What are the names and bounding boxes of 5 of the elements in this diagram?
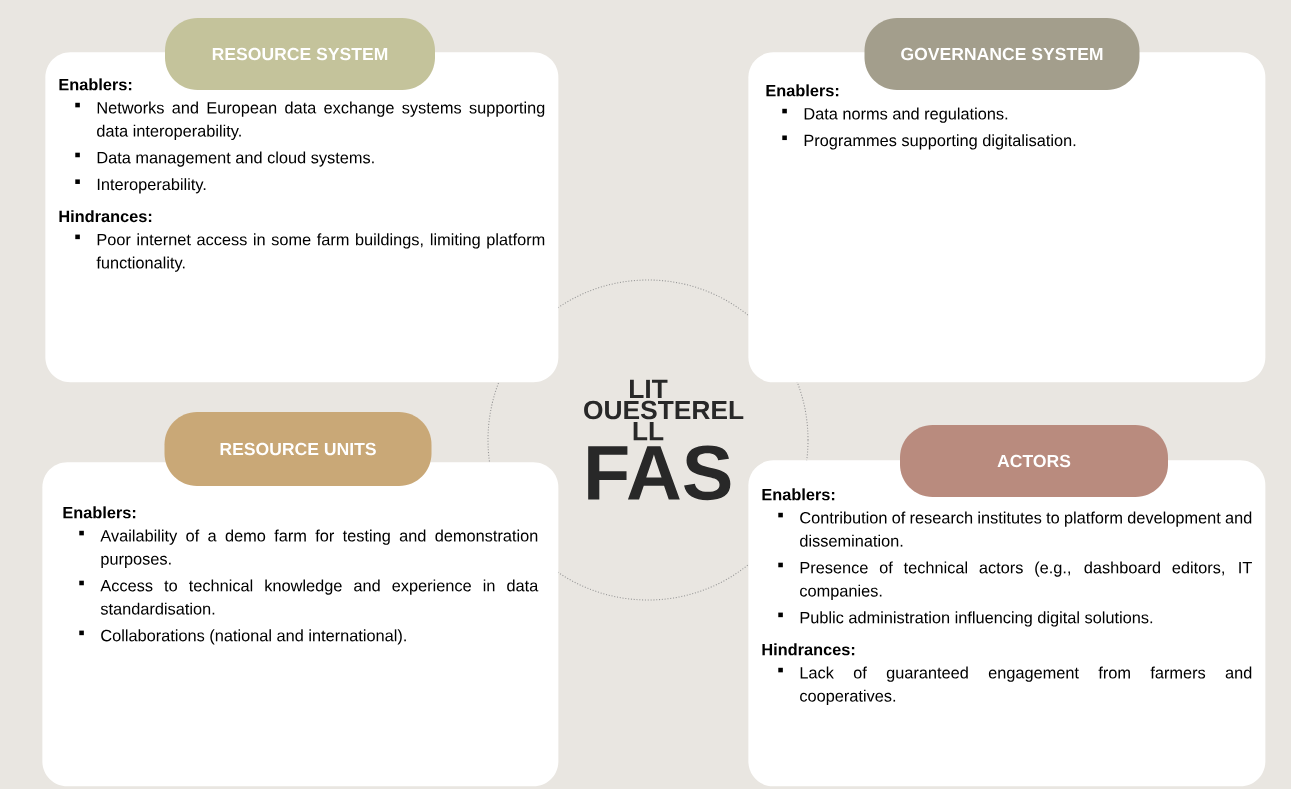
heading-pill: RESOURCE SYSTEM <box>165 18 435 90</box>
heading-pill: ACTORS <box>900 425 1168 497</box>
heading-pill: GOVERNANCE SYSTEM <box>864 18 1140 90</box>
heading-pill: RESOURCE UNITS <box>164 412 432 486</box>
info-card: Enablers: Availability of a demo farm for testing and demonstration purposes. Access to technical knowledge and experience in data standardisation. Collaborations (national and international). <box>42 462 559 787</box>
